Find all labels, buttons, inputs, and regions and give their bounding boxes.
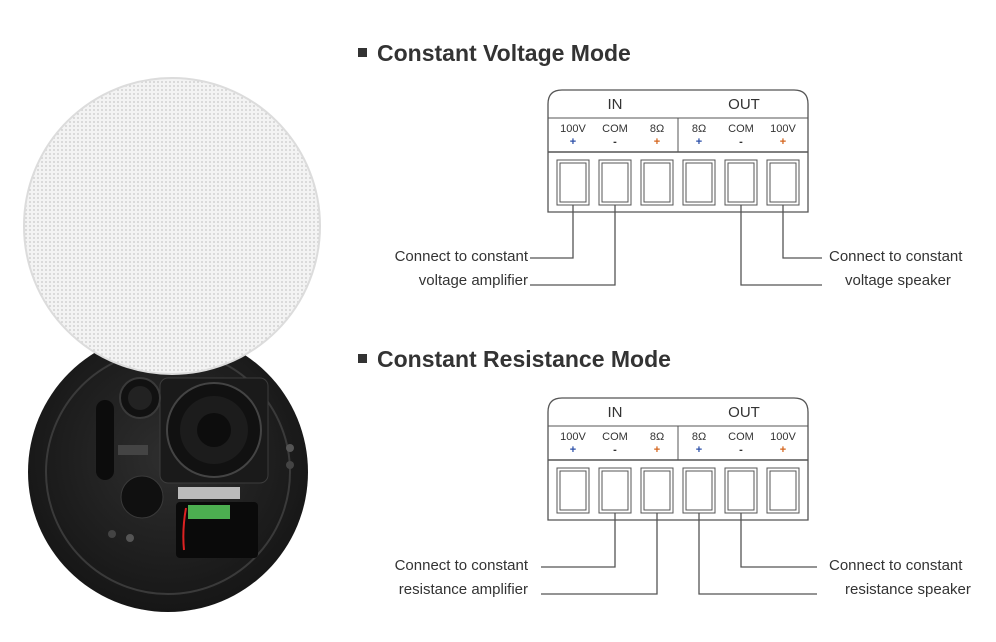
terminal-slot: [556, 467, 590, 514]
left-caption-line: Connect to constant: [394, 248, 528, 265]
terminal-label: COM: [602, 123, 628, 135]
left-caption-line: voltage amplifier: [418, 272, 528, 289]
terminal-label: 100V: [560, 431, 586, 443]
terminal-slot: [556, 159, 590, 206]
terminal-label: 8Ω: [649, 123, 665, 135]
in-label: IN: [607, 404, 623, 421]
terminal-slot-inner: [685, 162, 713, 203]
speaker-wire: [782, 205, 822, 259]
terminal-polarity: +: [779, 444, 787, 456]
right-caption-line: Connect to constant: [829, 248, 963, 265]
terminal-slot: [598, 467, 632, 514]
speaker-back-body: [28, 332, 308, 612]
terminal-slot: [682, 467, 716, 514]
right-caption-line: Connect to constant: [829, 557, 963, 574]
terminal-slot: [766, 467, 800, 514]
terminal-slot: [682, 159, 716, 206]
terminal-slot: [724, 467, 758, 514]
speaker-wire: [740, 205, 822, 286]
left-caption-line: Connect to constant: [394, 557, 528, 574]
terminal-slot-inner: [769, 162, 797, 203]
terminal-slot-inner: [559, 162, 587, 203]
terminal-label: 100V: [770, 123, 796, 135]
right-caption-line: voltage speaker: [845, 272, 951, 289]
section-title: Constant Voltage Mode: [377, 40, 631, 66]
terminal-polarity: +: [569, 136, 577, 148]
section-title: Constant Resistance Mode: [377, 346, 671, 372]
terminal-label: 8Ω: [649, 431, 665, 443]
terminal-block-outline: [547, 397, 809, 521]
terminal-polarity: -: [613, 136, 617, 148]
terminal-polarity: -: [739, 444, 743, 456]
speaker-wire: [740, 513, 817, 568]
terminal-polarity: +: [653, 444, 661, 456]
speaker-grille: [23, 77, 321, 375]
terminal-polarity: +: [779, 136, 787, 148]
speaker-wire: [698, 513, 817, 595]
title-bullet: [358, 354, 367, 363]
right-caption-line: resistance speaker: [845, 581, 971, 598]
terminal-slot-inner: [769, 470, 797, 511]
terminal-label: COM: [728, 431, 754, 443]
terminal-slot-inner: [643, 162, 671, 203]
terminal-polarity: -: [613, 444, 617, 456]
amplifier-wire: [541, 513, 658, 595]
amplifier-wire: [530, 205, 616, 286]
terminal-label: 100V: [770, 431, 796, 443]
ceiling-speaker-photo: [23, 77, 321, 612]
title-bullet: [358, 48, 367, 57]
terminal-slot: [766, 159, 800, 206]
left-caption-line: resistance amplifier: [398, 581, 528, 598]
terminal-polarity: -: [739, 136, 743, 148]
terminal-polarity: +: [695, 444, 703, 456]
terminal-polarity: +: [653, 136, 661, 148]
terminal-slot: [724, 159, 758, 206]
terminal-slot-inner: [727, 162, 755, 203]
terminal-label: 8Ω: [691, 431, 707, 443]
out-label: OUT: [728, 96, 760, 113]
terminal-slot: [640, 159, 674, 206]
terminal-polarity: +: [569, 444, 577, 456]
out-label: OUT: [728, 404, 760, 421]
in-label: IN: [607, 96, 623, 113]
terminal-slot-inner: [559, 470, 587, 511]
terminal-label: 100V: [560, 123, 586, 135]
terminal-label: COM: [602, 431, 628, 443]
terminal-slot: [598, 159, 632, 206]
terminal-block-outline: [547, 89, 809, 213]
terminal-slot-inner: [601, 162, 629, 203]
terminal-slot-inner: [685, 470, 713, 511]
terminal-label: 8Ω: [691, 123, 707, 135]
terminal-slot-inner: [601, 470, 629, 511]
terminal-slot-inner: [643, 470, 671, 511]
terminal-slot-inner: [727, 470, 755, 511]
amplifier-wire: [541, 513, 616, 568]
amplifier-wire: [530, 205, 574, 259]
terminal-slot: [640, 467, 674, 514]
terminal-label: COM: [728, 123, 754, 135]
terminal-polarity: +: [695, 136, 703, 148]
